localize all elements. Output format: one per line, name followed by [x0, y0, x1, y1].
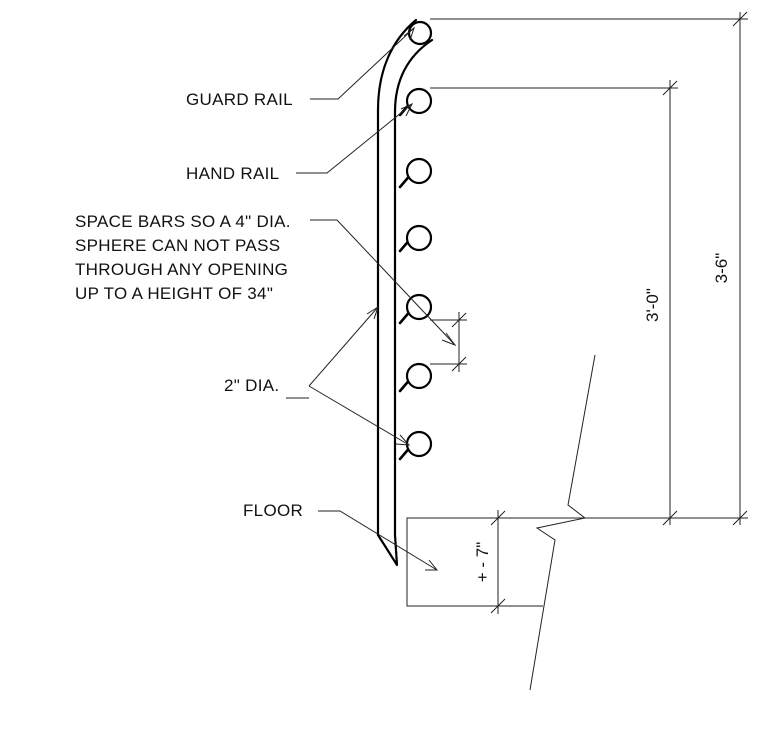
floor-label: FLOOR	[243, 501, 303, 520]
guard-rail-label: GUARD RAIL	[186, 90, 293, 109]
leader-guard-rail	[310, 26, 416, 100]
hand-rail-height-dimension: 3'-0"	[643, 288, 662, 322]
floor-section	[406, 354, 596, 691]
spacing-note-line-4: UP TO A HEIGHT OF 34"	[75, 284, 273, 303]
hand-rail-circle	[405, 87, 433, 115]
guard-rail-height-dimension: 3-6"	[712, 253, 731, 284]
spacing-note-line-3: THROUGH ANY OPENING	[75, 260, 288, 279]
dimension-3-0	[430, 80, 678, 526]
leader-hand-rail	[296, 102, 414, 174]
leader-floor	[318, 510, 439, 571]
dimension-step	[407, 510, 506, 614]
hand-rail-label: HAND RAIL	[186, 164, 279, 183]
balusters	[398, 87, 433, 461]
spacing-note-line-1: SPACE BARS SO A 4" DIA.	[75, 212, 291, 231]
bar-circle	[405, 362, 433, 390]
dimension-opening	[430, 312, 467, 372]
bar-circle	[405, 157, 433, 185]
bar-circle	[405, 430, 433, 458]
step-height-dimension: + - 7"	[473, 542, 492, 583]
leader-spacing	[310, 219, 457, 347]
diameter-label: 2" DIA.	[224, 376, 279, 395]
dimension-3-6	[430, 11, 748, 526]
spacing-note-line-2: SPHERE CAN NOT PASS	[75, 236, 280, 255]
bar-circle	[405, 224, 433, 252]
leader-diameter	[286, 305, 411, 446]
